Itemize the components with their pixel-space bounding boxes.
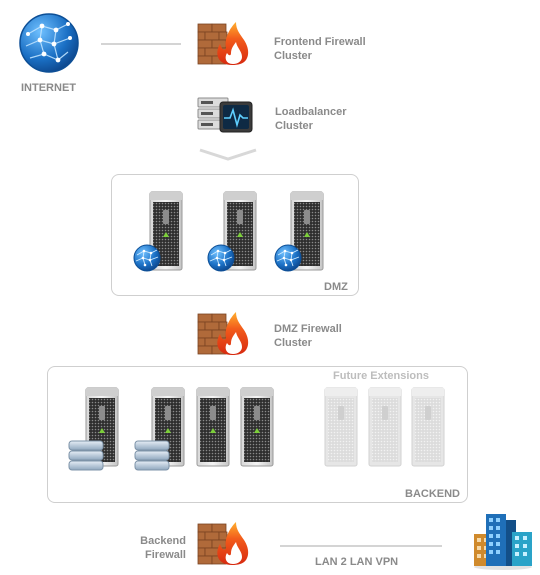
frontend-firewall-icon — [196, 18, 252, 66]
backend-firewall-label: Backend Firewall — [138, 534, 186, 562]
dmz-zone-label: DMZ — [324, 281, 348, 293]
future-server-icon — [321, 386, 361, 468]
future-server-icon — [408, 386, 448, 468]
vpn-label: LAN 2 LAN VPN — [315, 556, 399, 568]
chevron-down-icon — [198, 148, 258, 162]
backend-firewall-icon — [196, 518, 252, 566]
future-extensions-label: Future Extensions — [333, 370, 429, 382]
frontend-firewall-label-line2: Cluster — [274, 50, 312, 62]
dmz-firewall-icon — [196, 308, 252, 356]
loadbalancer-icon — [196, 96, 256, 136]
storage-disk-icon — [68, 440, 104, 472]
loadbalancer-label-line1: Loadbalancer — [275, 106, 347, 118]
backend-server-icon — [193, 386, 233, 468]
internet-label: INTERNET — [21, 82, 76, 94]
vpn-link — [280, 545, 442, 547]
backend-server-icon — [237, 386, 277, 468]
internet-to-firewall-link — [101, 43, 181, 45]
dmz-firewall-label-line1: DMZ Firewall — [274, 323, 342, 335]
frontend-firewall-label-line1: Frontend Firewall — [274, 36, 366, 48]
office-buildings-icon — [472, 510, 534, 570]
web-globe-icon — [273, 243, 303, 273]
web-globe-icon — [132, 243, 162, 273]
frontend-firewall-label: Frontend Firewall Cluster — [274, 35, 366, 63]
loadbalancer-label: Loadbalancer Cluster — [275, 105, 347, 133]
backend-firewall-label-line2: Firewall — [145, 549, 186, 561]
dmz-firewall-label-line2: Cluster — [274, 337, 312, 349]
web-globe-icon — [206, 243, 236, 273]
dmz-firewall-label: DMZ Firewall Cluster — [274, 322, 342, 350]
backend-zone-label: BACKEND — [405, 488, 460, 500]
future-server-icon — [365, 386, 405, 468]
loadbalancer-label-line2: Cluster — [275, 120, 313, 132]
backend-firewall-label-line1: Backend — [140, 535, 186, 547]
storage-disk-icon — [134, 440, 170, 472]
internet-globe-icon — [18, 12, 80, 74]
